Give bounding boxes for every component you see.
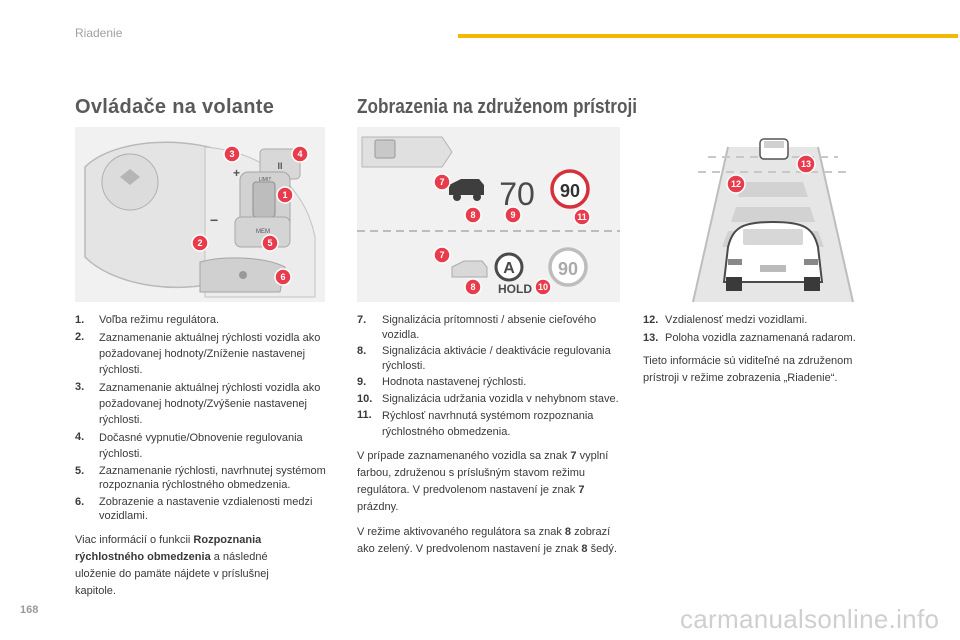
svg-text:1: 1 [282, 190, 287, 200]
hold-label: HOLD [498, 282, 532, 296]
badge-3: 3 [223, 145, 241, 163]
badge-7b: 7 [433, 246, 451, 264]
badge-6: 6 [274, 268, 292, 286]
list-item: 2.Zaznamenanie aktuálnej rýchlosti vozid… [75, 330, 321, 376]
badge-13: 13 [796, 154, 816, 174]
list-item: 11.Rýchlosť navrhnutá systémom rozpoznan… [357, 409, 594, 438]
minus-label: − [210, 212, 218, 228]
list-item: 12.Vzdialenosť medzi vozidlami. [643, 314, 808, 326]
limit-sign-2: 90 [558, 259, 578, 279]
svg-text:8: 8 [470, 210, 475, 220]
title-steering-controls: Ovládače na volante [75, 96, 275, 118]
list-item: 8.Signalizácia aktivácie / deaktivácie r… [357, 345, 611, 372]
limit-sign-1: 90 [560, 181, 580, 201]
list-item: 9.Hodnota nastavenej rýchlosti. [357, 376, 527, 388]
badge-2: 2 [191, 234, 209, 252]
svg-text:3: 3 [229, 149, 234, 159]
svg-text:10: 10 [538, 282, 548, 292]
badge-8a: 8 [464, 206, 482, 224]
svg-text:11: 11 [577, 212, 587, 222]
plus-label: + [233, 166, 240, 180]
svg-text:2: 2 [197, 238, 202, 248]
list-item: 6.Zobrazenie a nastavenie vzdialenosti m… [75, 495, 313, 523]
distance-illustration: 12 13 [688, 127, 858, 303]
list-item: 4.Dočasné vypnutie/Obnovenie regulovania… [75, 430, 303, 460]
badge-1: 1 [276, 186, 294, 204]
list-item: 3.Zaznamenanie aktuálnej rýchlosti vozid… [75, 380, 321, 426]
svg-text:5: 5 [267, 238, 272, 248]
symbol-8-paragraph: V režime aktivovaného regulátora sa znak… [357, 526, 617, 555]
title-cluster-displays: Zobrazenia na združenom prístroji [357, 96, 638, 118]
badge-10: 10 [534, 278, 552, 296]
list-item: 13.Poloha vozidla zaznamenaná radarom. [643, 331, 856, 344]
limit-label: LIMIT [259, 177, 272, 183]
section-header: Riadenie [75, 26, 123, 40]
svg-text:6: 6 [280, 272, 285, 282]
list-item: 5.Zaznamenanie rýchlosti, navrhnutej sys… [75, 464, 326, 492]
list-item: 10.Signalizácia udržania vozidla v nehyb… [357, 392, 619, 405]
distance-list: 12.Vzdialenosť medzi vozidlami. 13.Poloh… [643, 313, 893, 387]
header-accent-bar [458, 34, 958, 38]
set-speed-value: 70 [499, 176, 535, 212]
svg-text:8: 8 [470, 282, 475, 292]
page-number: 168 [20, 604, 39, 616]
recognition-note: Viac informácií o funkcii Rozpoznania rý… [75, 533, 269, 597]
list-item: 1.Voľba režimu regulátora. [75, 314, 219, 326]
steering-controls-list: 1.Voľba režimu regulátora. 2.Zaznamenani… [75, 313, 330, 600]
badge-9: 9 [504, 206, 522, 224]
svg-text:7: 7 [439, 250, 444, 260]
svg-text:9: 9 [510, 210, 515, 220]
cluster-display-list: 7.Signalizácia prítomnosti / absenie cie… [357, 313, 622, 558]
visibility-note: Tieto informácie sú viditeľné na združen… [643, 355, 853, 384]
symbol-7-paragraph: V prípade zaznamenaného vozidla sa znak … [357, 450, 609, 513]
badge-12: 12 [726, 174, 746, 194]
hold-a-symbol: A [503, 260, 515, 277]
list-item: 7.Signalizácia prítomnosti / absenie cie… [357, 314, 597, 341]
badge-7a: 7 [433, 173, 451, 191]
svg-text:12: 12 [731, 179, 741, 189]
badge-5: 5 [261, 234, 279, 252]
badge-11: 11 [573, 208, 591, 226]
svg-text:4: 4 [297, 149, 302, 159]
svg-text:13: 13 [801, 159, 811, 169]
watermark: carmanualsonline.info [680, 604, 940, 634]
pause-label: II [277, 161, 282, 171]
svg-text:7: 7 [439, 177, 444, 187]
badge-8b: 8 [464, 278, 482, 296]
steering-controls-illustration: II + − LIMIT MEM 1 2 3 4 5 6 [75, 127, 325, 302]
cluster-display-illustration: 70 90 A HOLD 90 7 8 9 10 11 7 8 [357, 127, 620, 302]
mem-label: MEM [256, 229, 270, 235]
badge-4: 4 [291, 145, 309, 163]
